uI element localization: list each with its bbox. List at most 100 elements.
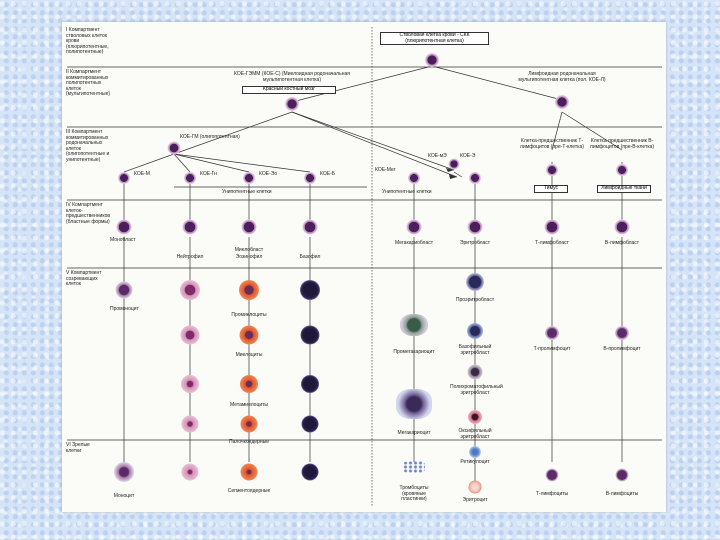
oxyphilic-erythroblast-label: Оксифильный эритробласт [458, 428, 492, 440]
kmeg-label: КОЕ-Мег [375, 167, 396, 173]
bpre-cell [616, 164, 628, 176]
unipotent-label-right: Унипотентные клетки [382, 189, 432, 195]
polychromatophilic-erythroblast-cell [467, 364, 483, 380]
kb-label: КОЕ-Б [320, 171, 336, 177]
segmented-neut [181, 463, 199, 481]
promegakaryocyte-cell [400, 314, 428, 336]
promonocyte-label: Промоноцит [110, 306, 139, 312]
thymus-box: Тимус [534, 185, 568, 193]
segmented-eos [240, 463, 258, 481]
proerythroblast-label: Проэритробласт [455, 297, 495, 303]
lymphoid-progenitor-cell [555, 95, 569, 109]
section-label-2: II Компартмент коммитированных полипотен… [66, 69, 111, 98]
kmeg-cell [408, 172, 420, 184]
erythrocyte-cell [468, 480, 482, 494]
segmented-baso [301, 463, 319, 481]
keo-label: КОЕ-Эо [259, 171, 278, 177]
megakaryoblast-label: Мегакариобласт [394, 240, 434, 246]
marrow-box: Красный костный мозг [242, 86, 336, 94]
t-lymphocytes-label: Т-лимфоциты [535, 491, 569, 497]
myeloid-progenitor-cell [285, 97, 299, 111]
section-label-3: III Компартмент коммитированных родонача… [66, 129, 110, 163]
km-cell [118, 172, 130, 184]
promyelocyte-eos [239, 280, 259, 300]
basophilic-erythroblast-label: Базофильный эритробласт [458, 344, 492, 356]
t-lymphoblast-label: Т-лимфобласт [535, 240, 569, 246]
km-label: КОЕ-М [134, 171, 150, 177]
myelocyte-baso [300, 325, 320, 345]
segmented-label: Сегментоядерные [227, 488, 271, 494]
tpre-label: Клетка-предшественник Т-лимфоцитов (пре-… [520, 138, 584, 150]
stem-cell [425, 53, 439, 67]
b-lymphoblast-cell [614, 219, 630, 235]
reticulocyte-label: Ретикулоцит [460, 459, 490, 465]
lymphtissue-box: Лимфоидные ткани [597, 185, 651, 193]
neutrophil-label: Нейтрофил [176, 254, 204, 260]
b-prolymphocyte-label: В-пролимфоцит [603, 346, 641, 352]
promegakaryocyte-label: Промегакариоцит [393, 349, 435, 355]
erythrocyte-label: Эритроцит [462, 497, 488, 503]
promyelocyte-neut [180, 280, 200, 300]
basophilic-erythroblast-cell [467, 323, 483, 339]
stem-cell-label: Стволовая клетка крови - СКК (плюрипотен… [380, 32, 489, 46]
bpre-label: Клетка-предшественник В-лимфоцитов (пре-… [589, 138, 655, 150]
proerythroblast-cell [466, 273, 484, 291]
monocyte-label: Моноцит [113, 493, 135, 499]
b-lymphocytes-label: В-лимфоциты [605, 491, 639, 497]
polychromatophilic-erythroblast-label: Полихроматофильный эритробласт [450, 384, 503, 396]
diagram-sheet: I Компартмент стволовых клеток крови (пл… [62, 22, 666, 512]
myeloblast-cell-1 [182, 219, 198, 235]
connector-lines [67, 27, 662, 507]
metamyelocyte-neut [181, 375, 199, 393]
myelocyte-eos [239, 325, 259, 345]
section-label-5: V Компартмент созревающих клеток [66, 270, 102, 288]
oxyphilic-erythroblast-cell [468, 410, 482, 424]
kme-label: КОЕ-мЭ [428, 153, 447, 159]
megakaryocyte-label: Мегакариоцит [397, 430, 431, 436]
monoblast-cell [116, 219, 132, 235]
kgm-cell [167, 141, 181, 155]
basophil-label: Базофил [299, 254, 321, 260]
b-lymphocyte-cell [615, 468, 629, 482]
promyelocytes-label: Промиелоциты [231, 312, 267, 318]
promonocyte-cell [115, 281, 133, 299]
t-prolymphocyte-cell [545, 326, 559, 340]
unipotent-label-left: Унипотентные клетки [222, 189, 272, 195]
tpre-cell [546, 164, 558, 176]
myelocytes-label: Миелоциты [235, 352, 263, 358]
promyelocyte-baso [300, 280, 320, 300]
myeloblast-cell-2 [241, 219, 257, 235]
monoblast-label: Монобласт [110, 237, 136, 243]
band-neut [181, 415, 199, 433]
monocyte-cell [114, 462, 134, 482]
metamyelocyte-baso [301, 375, 319, 393]
platelets-dots [403, 461, 425, 473]
band-label: Палочкоядерные [229, 439, 269, 445]
section-label-6: VI Зрелые клетки [66, 442, 90, 454]
band-eos [240, 415, 258, 433]
b-lymphoblast-label: В-лимфобласт [604, 240, 640, 246]
megakaryoblast-cell [406, 219, 422, 235]
platelets-label: Тромбоциты (кровяные пластинки) [399, 485, 429, 503]
t-prolymphocyte-label: Т-пролимфоцит [533, 346, 571, 352]
myeloblast-cell-3 [302, 219, 318, 235]
reticulocyte-cell [469, 446, 481, 458]
erythroblast-label: Эритробласт [459, 240, 491, 246]
t-lymphocyte-cell [545, 468, 559, 482]
ke-cell [469, 172, 481, 184]
kgm-label: КОЕ-ГМ (олигопотентная) [180, 134, 240, 140]
section-label-4: IV Компартмент клеток-предшественников (… [66, 202, 111, 225]
myeloid-label: КОЕ-ГЭММ (КОЕ-С) (Миелоидная родоначальн… [234, 71, 350, 83]
megakaryocyte-cell [396, 389, 432, 419]
b-prolymphocyte-cell [615, 326, 629, 340]
section-label-1: I Компартмент стволовых клеток крови (пл… [66, 27, 109, 56]
myeloblast-label: Миелобласт [234, 247, 264, 253]
eosinophil-label: Эозинофил [235, 254, 263, 260]
kg-cell [184, 172, 196, 184]
band-baso [301, 415, 319, 433]
ke-label: КОЕ-Э [460, 153, 476, 159]
keo-cell [243, 172, 255, 184]
metamyelocytes-label: Метамиелоциты [230, 402, 268, 408]
kb-cell [304, 172, 316, 184]
lymphoid-label: Лимфоидная родоначальная мультипотентная… [518, 71, 606, 83]
